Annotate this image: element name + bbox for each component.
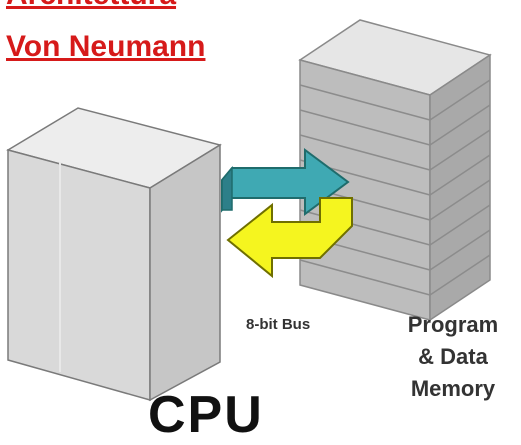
memory-label-line-3: Memory: [410, 376, 496, 401]
memory-stack-icon: [298, 19, 492, 322]
title-line-2: Von Neumann: [6, 30, 206, 63]
cpu-label: CPU: [148, 386, 264, 444]
cpu-box-icon: [6, 107, 222, 402]
title-line-1: Architettura: [6, 0, 176, 12]
memory-label-line-2: & Data: [418, 344, 488, 369]
bus-label: 8-bit Bus: [246, 316, 311, 333]
bidirectional-arrow-icon: [221, 148, 353, 279]
memory-label-line-1: Program: [407, 312, 499, 337]
